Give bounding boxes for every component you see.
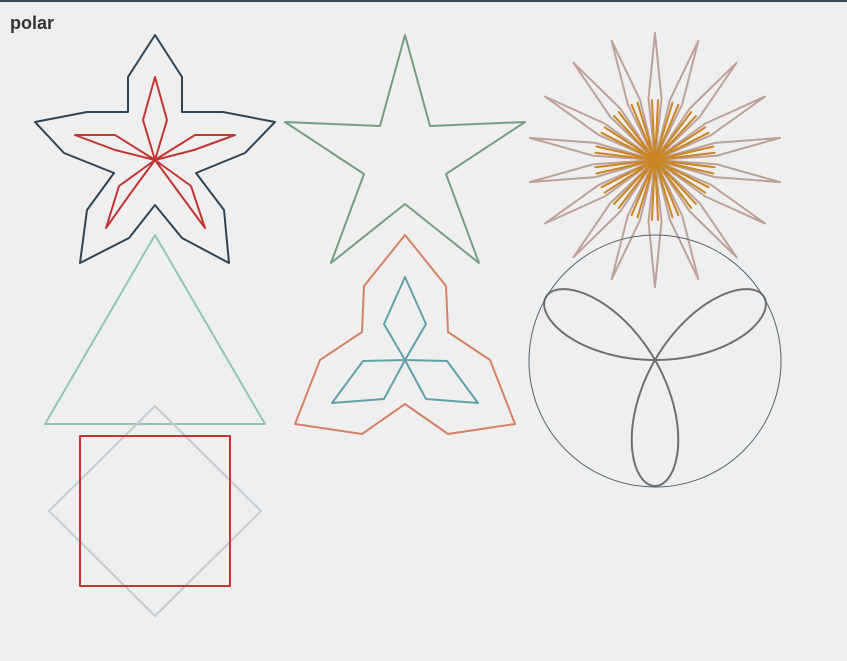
three-petal-propeller: [331, 276, 479, 404]
bounding-circle: [528, 234, 782, 488]
rotated-square: [48, 405, 262, 617]
inner-five-petal-star: [74, 76, 236, 229]
eighteen-petal-flower: [528, 32, 782, 288]
triangle: [44, 234, 266, 425]
top-border: [0, 0, 847, 2]
five-point-star: [284, 34, 526, 264]
page-title: polar: [10, 13, 55, 33]
outer-five-point-flower: [34, 34, 276, 264]
square: [79, 435, 231, 587]
three-petal-rose-curve: [543, 288, 767, 487]
eighteen-ray-starburst: [594, 99, 716, 221]
three-lobe-outline: [294, 234, 516, 435]
